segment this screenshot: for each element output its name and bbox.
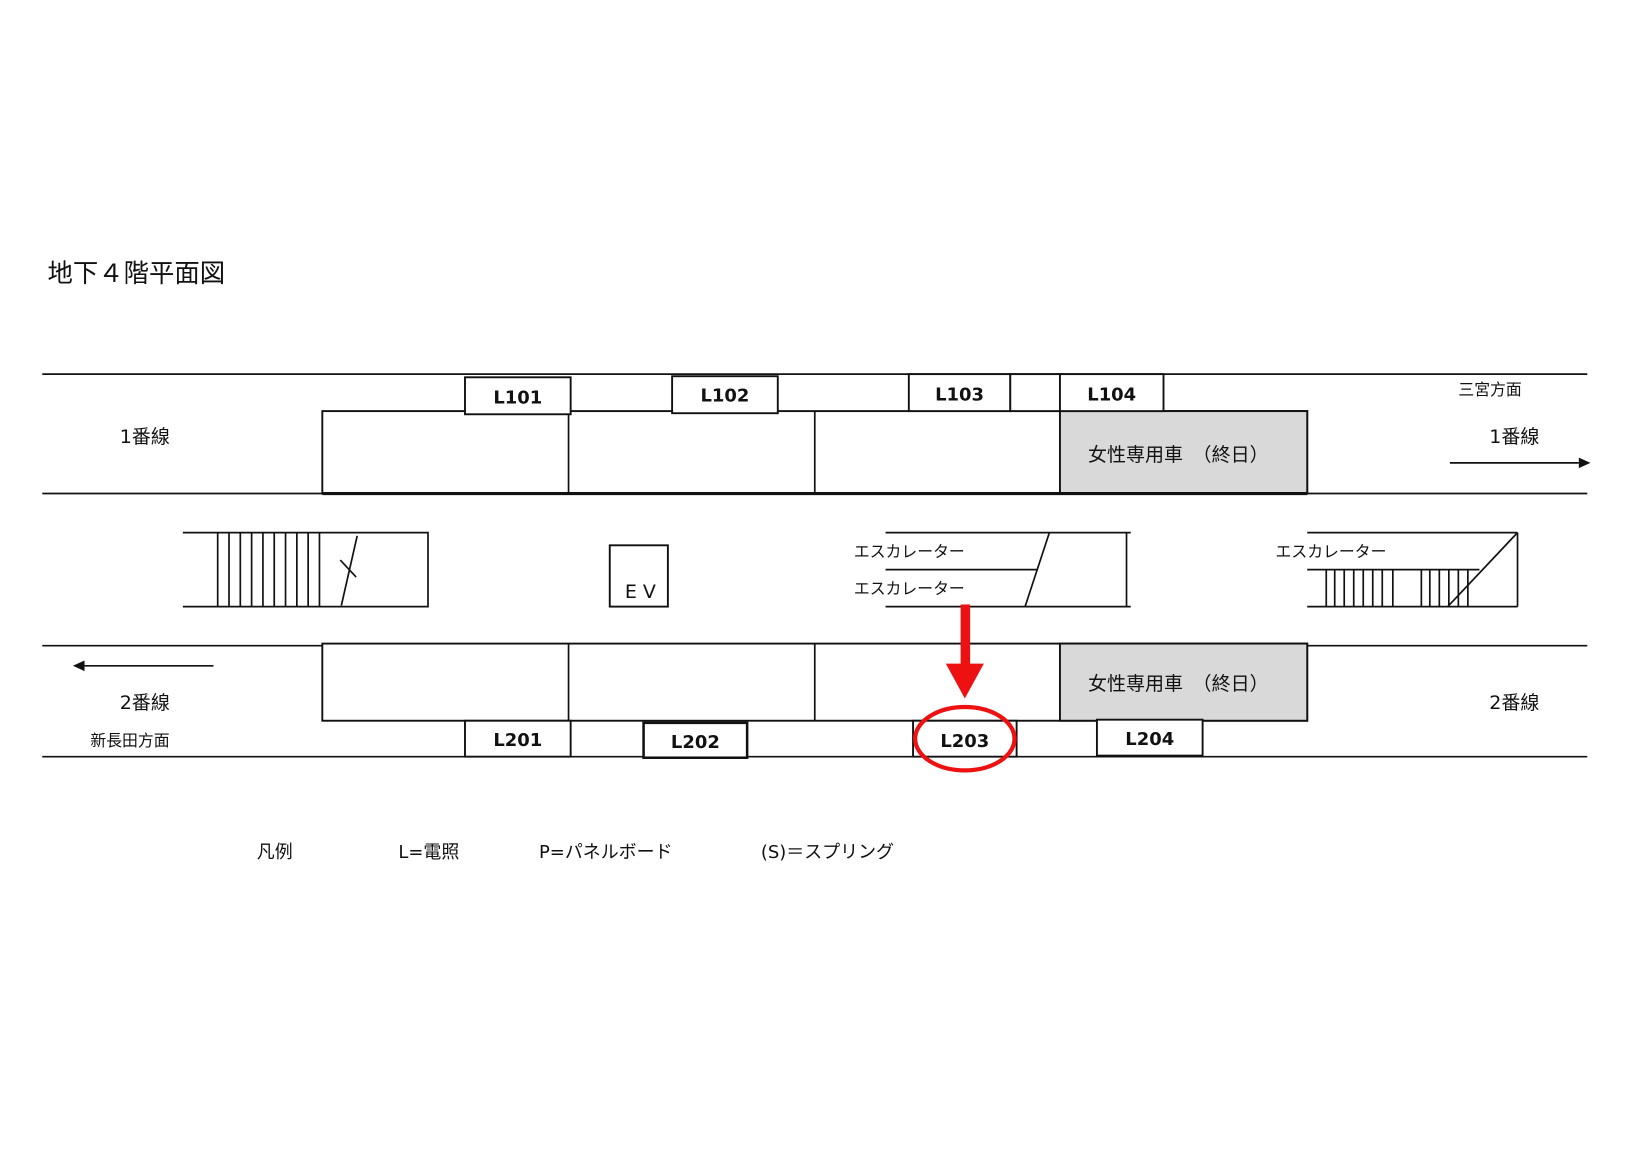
- legend-item-P: P=パネルボード: [539, 842, 673, 863]
- track-1: 女性専用車 （終日） L101 L102 L103 L104 1番線 三宮方面 …: [42, 373, 1591, 496]
- legend: 凡例 L=電照 P=パネルボード (S)＝スプリング: [257, 842, 894, 863]
- light-L204: L204: [1125, 729, 1174, 750]
- highlight-marker: [913, 604, 1017, 773]
- light-L101: L101: [493, 388, 542, 409]
- light-L203: L203: [940, 731, 989, 752]
- track-2-label-right: 2番線: [1489, 692, 1539, 714]
- track-2: 女性専用車 （終日） L201 L202 L203 L204 2番線 新長田方面…: [42, 642, 1588, 759]
- escalator-label-1: エスカレーター: [854, 542, 965, 561]
- track-1-label-right: 1番線: [1489, 426, 1539, 448]
- escalator-label-2: エスカレーター: [854, 579, 965, 598]
- legend-title: 凡例: [257, 842, 293, 863]
- light-L201: L201: [493, 730, 542, 751]
- page-title: 地下４階平面図: [48, 258, 226, 288]
- ladies-car-2: [1058, 642, 1309, 722]
- ladies-car-label-1: 女性専用車 （終日）: [1088, 444, 1269, 466]
- track-1-label-left: 1番線: [120, 426, 170, 448]
- legend-item-L: L=電照: [398, 842, 459, 863]
- direction-sannomiya: 三宮方面: [1458, 380, 1521, 399]
- light-L103: L103: [935, 385, 984, 406]
- escalator-label-3: エスカレーター: [1276, 542, 1387, 561]
- stairs: [182, 531, 429, 608]
- highlight-circle: [913, 704, 1017, 773]
- light-L202: L202: [671, 732, 720, 753]
- ladies-car-1: [1058, 410, 1309, 495]
- elevator-label: E V: [625, 581, 656, 603]
- light-L104: L104: [1087, 385, 1136, 406]
- elevator: E V: [608, 544, 669, 608]
- ladies-car-label-2: 女性専用車 （終日）: [1088, 673, 1269, 695]
- red-arrow-icon: [960, 604, 971, 666]
- track-2-label-left: 2番線: [120, 692, 170, 714]
- direction-shin-nagata: 新長田方面: [90, 731, 169, 750]
- escalator-right: エスカレーター: [1276, 531, 1519, 608]
- light-L102: L102: [700, 386, 749, 407]
- escalator-center: エスカレーター エスカレーター: [854, 531, 1131, 608]
- legend-item-S: (S)＝スプリング: [761, 842, 894, 863]
